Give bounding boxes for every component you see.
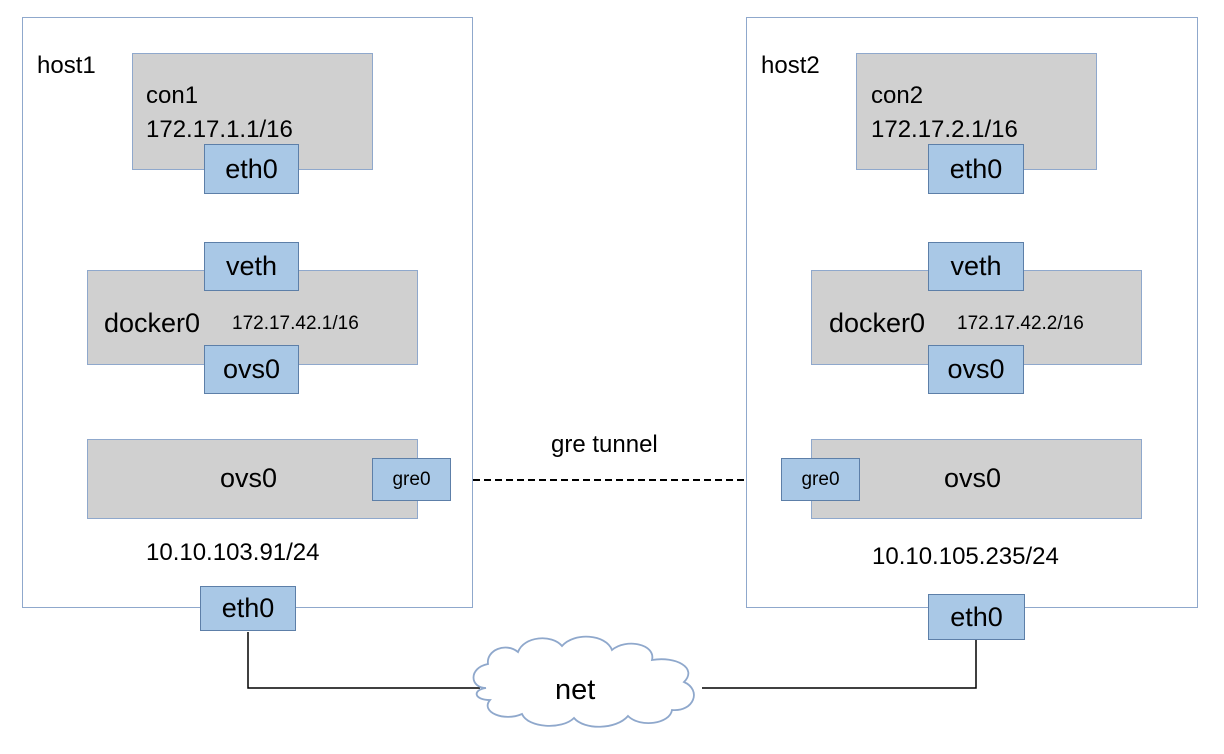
- host1-docker0-label: docker0: [104, 308, 201, 338]
- host1-gre0-port: gre0: [372, 458, 451, 501]
- host1-eth0-nic: eth0: [200, 586, 296, 631]
- host1-docker0-ovs0-port: ovs0: [204, 345, 299, 394]
- host1-ovs0-label: ovs0: [220, 463, 278, 493]
- host2-ovs0-label: ovs0: [944, 463, 1002, 493]
- host2-veth-port: veth: [928, 242, 1024, 291]
- con1-ip: 172.17.1.1/16: [146, 116, 293, 143]
- cloud-shape: [472, 635, 695, 728]
- con2-ip: 172.17.2.1/16: [871, 116, 1018, 143]
- con2-eth0-port: eth0: [928, 144, 1024, 194]
- con2-name: con2: [871, 82, 924, 109]
- host2-ovs0-box: [811, 439, 1142, 519]
- host2-docker0-label: docker0: [829, 308, 926, 338]
- host2-eth0-nic: eth0: [928, 594, 1025, 640]
- host2-net-link: [702, 640, 977, 689]
- host2-docker0-ovs0-port: ovs0: [928, 345, 1024, 394]
- host1-ip: 10.10.103.91/24: [146, 539, 320, 566]
- con1-name: con1: [146, 82, 199, 109]
- con1-eth0-port: eth0: [204, 144, 299, 194]
- host2-ip: 10.10.105.235/24: [872, 543, 1059, 570]
- host1-label: host1: [37, 52, 96, 79]
- gre-tunnel-label: gre tunnel: [551, 431, 658, 458]
- host1-veth-port: veth: [204, 242, 299, 291]
- host1-ovs0-box: [87, 439, 418, 519]
- host2-gre0-port: gre0: [781, 458, 860, 501]
- host2-docker0-ip: 172.17.42.2/16: [957, 313, 1084, 334]
- host2-label: host2: [761, 52, 820, 79]
- net-label: net: [555, 674, 596, 706]
- host1-net-link: [247, 632, 480, 689]
- host1-docker0-ip: 172.17.42.1/16: [232, 313, 359, 334]
